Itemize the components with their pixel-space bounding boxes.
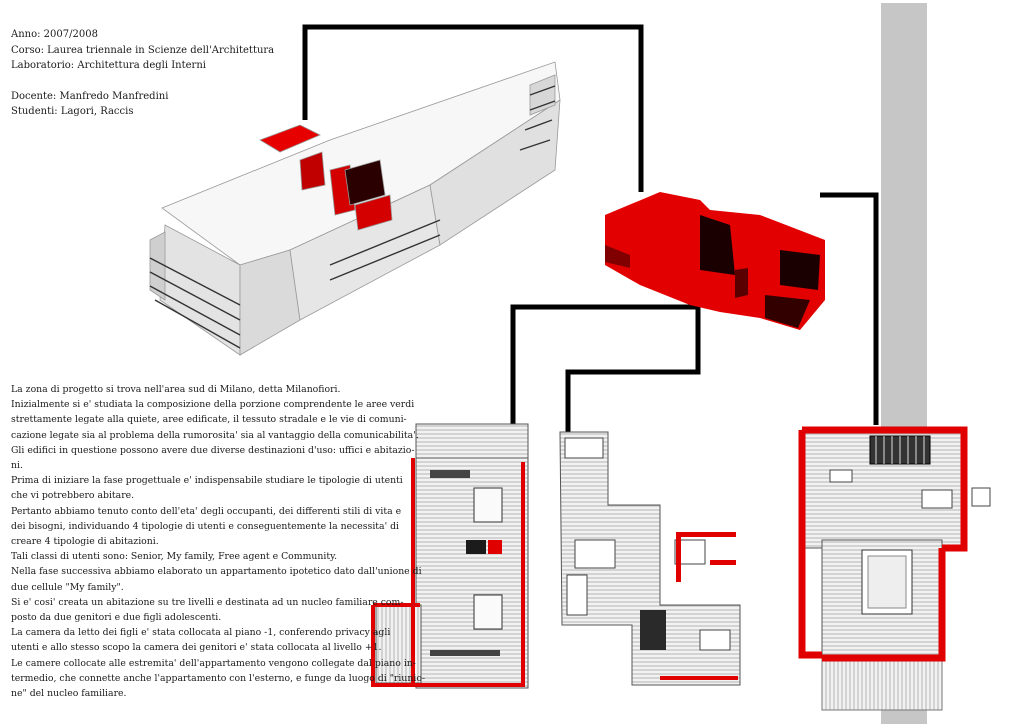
connector-building-to-volume: [302, 24, 644, 192]
project-header: Anno: 2007/2008 Corso: Laurea triennale …: [11, 27, 274, 120]
description-line: La camera da letto dei figli e' stata co…: [11, 627, 391, 639]
description-line: Tali classi di utenti sono: Senior, My f…: [11, 551, 338, 563]
students-line: Studenti: Lagori, Raccis: [11, 106, 134, 117]
description-line: posto da due genitori e due figli adoles…: [11, 612, 222, 624]
course-line: Corso: Laurea triennale in Scienze dell'…: [11, 44, 275, 56]
connector-volume-to-right-plan: [820, 192, 879, 425]
description-line: Le camere collocate alle estremita' dell…: [11, 657, 416, 669]
connector-volume-to-mid-plan: [565, 307, 701, 432]
connector-volume-to-left-plan: [510, 304, 698, 425]
isometric-building-model: [149, 61, 561, 356]
description-line: cazione legate sia al problema della rum…: [11, 429, 419, 441]
description-line: Si e' cosi' creata un abitazione su tre …: [11, 596, 404, 608]
description-line: strettamente legate alla quiete, aree ed…: [11, 414, 407, 426]
project-description: La zona di progetto si trova nell'area s…: [11, 382, 426, 701]
year-line: Anno: 2007/2008: [11, 29, 98, 40]
description-line: due cellule "My family".: [11, 581, 124, 593]
teacher-line: Docente: Manfredo Manfredini: [11, 90, 169, 102]
floor-plan-level-plus1: [798, 426, 991, 711]
description-line: Inizialmente si e' studiata la composizi…: [11, 399, 415, 411]
building-floor-slabs: [149, 85, 556, 349]
description-line: ne" del nucleo familiare.: [11, 688, 127, 700]
description-line: creare 4 tipologie di abitazioni.: [11, 536, 159, 548]
floor-plan-level-minus1: [371, 423, 529, 689]
description-line: termedio, che connette anche l'appartame…: [11, 672, 426, 684]
connector-lines: [302, 24, 879, 432]
description-line: dei bisogni, individuando 4 tipologie di…: [11, 520, 400, 532]
description-line: Pertanto abbiamo tenuto conto dell'eta' …: [11, 505, 402, 517]
description-line: Nella fase successiva abbiamo elaborato …: [11, 566, 422, 578]
floor-plan-level-0: [559, 431, 741, 686]
description-line: ni.: [11, 460, 23, 472]
description-line: che vi potrebbero abitare.: [11, 490, 135, 502]
red-dwelling-volume: [605, 192, 825, 330]
description-line: Gli edifici in questione possono avere d…: [11, 444, 415, 456]
description-line: Prima di iniziare la fase progettuale e'…: [11, 475, 403, 487]
description-line: utenti e allo stesso scopo la camera dei…: [11, 642, 382, 654]
lab-line: Laboratorio: Architettura degli Interni: [11, 60, 206, 71]
description-line: La zona di progetto si trova nell'area s…: [11, 384, 341, 395]
